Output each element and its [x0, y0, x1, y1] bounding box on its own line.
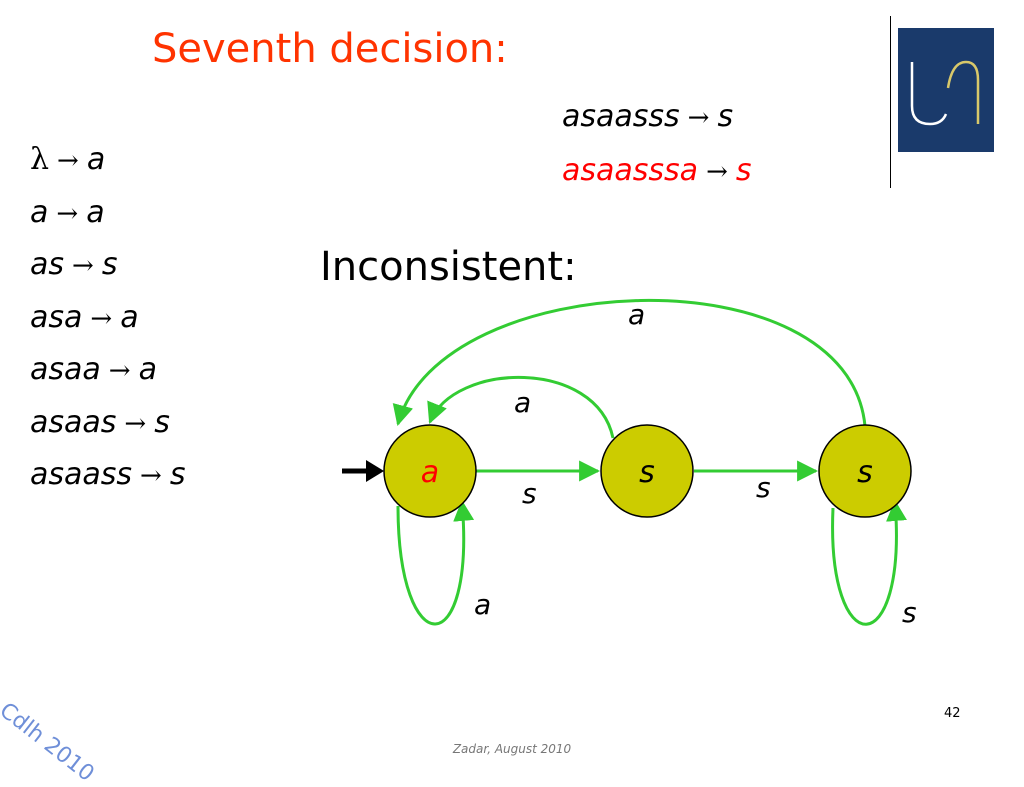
rule-arrow: → — [56, 198, 79, 229]
rule-item: as→s — [30, 239, 185, 292]
start-arrow-head — [366, 460, 384, 482]
rule-arrow: → — [124, 408, 147, 439]
rule-rhs: a — [138, 352, 157, 387]
transition-q2-loop — [831, 499, 907, 626]
state-q1 — [600, 424, 694, 518]
rule-lhs: λ — [30, 142, 50, 177]
transition-label: s — [522, 477, 537, 510]
rule-arrow: → — [90, 303, 113, 334]
rule-rhs: s — [735, 153, 752, 188]
state-q2 — [818, 424, 912, 518]
state-label: a — [421, 455, 439, 490]
rule-lhs: asaass — [30, 457, 133, 492]
rule-lhs: asa — [30, 299, 83, 335]
transition-label: a — [474, 588, 491, 621]
rule-item: asa→a — [30, 292, 185, 345]
rule-item: asaas→s — [30, 397, 185, 450]
logo-u-stroke — [910, 62, 948, 126]
footer: Zadar, August 2010 — [452, 742, 572, 756]
rule-list: λ→a a→a as→s asa→a asaa→a asaas→s asaass… — [30, 134, 185, 502]
rule-item: asaa→a — [30, 344, 185, 397]
transition-label: s — [756, 471, 771, 504]
transition-label: s — [902, 596, 917, 629]
rule-lhs: a — [30, 194, 49, 230]
rule-lhs: asaasssa — [562, 153, 699, 188]
rule-rhs: s — [169, 457, 186, 492]
new-rule-item-highlighted: asaasssa→s — [562, 144, 752, 198]
rule-lhs: asaa — [30, 352, 101, 387]
transition-q1-q0 — [427, 375, 615, 439]
rule-rhs: s — [154, 404, 170, 440]
rule-lhs: asaas — [30, 404, 117, 440]
rule-rhs: s — [717, 99, 734, 134]
automaton-diagram: s s a a a s a s s — [342, 298, 917, 629]
state-q0 — [383, 424, 477, 518]
page-number: 42 — [944, 706, 961, 721]
rule-rhs: a — [86, 194, 105, 230]
inconsistent-label: Inconsistent: — [320, 244, 577, 290]
rule-lhs: as — [30, 247, 65, 282]
state-label: s — [857, 455, 873, 490]
state-label: s — [639, 455, 655, 490]
divider-line — [890, 16, 891, 188]
university-logo — [898, 28, 994, 152]
rule-lhs: asaasss — [562, 99, 680, 134]
rule-arrow: → — [706, 157, 728, 187]
slide-title: Seventh decision: — [152, 26, 508, 72]
transition-q2-q0 — [392, 299, 867, 427]
rule-rhs: s — [101, 247, 118, 282]
logo-n-stroke — [946, 60, 980, 124]
rule-arrow: → — [140, 461, 162, 491]
transition-label: a — [514, 386, 531, 419]
transition-q0-loop — [396, 499, 475, 626]
rule-item: λ→a — [30, 134, 185, 187]
rule-item: a→a — [30, 187, 185, 240]
rule-arrow: → — [108, 356, 131, 386]
rule-arrow: → — [72, 251, 94, 281]
new-rule-list: asaasss→s asaasssa→s — [562, 90, 752, 198]
rule-rhs: a — [86, 142, 106, 177]
rule-rhs: a — [120, 299, 139, 335]
new-rule-item: asaasss→s — [562, 90, 752, 144]
rule-arrow: → — [687, 103, 710, 133]
rule-arrow: → — [57, 146, 79, 176]
transition-label: a — [628, 298, 645, 331]
rule-item: asaass→s — [30, 449, 185, 502]
